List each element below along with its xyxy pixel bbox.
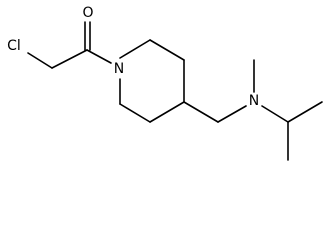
bond-amine-n-isopropyl xyxy=(261,105,289,123)
bond-c2-c3 xyxy=(149,39,185,61)
ring-nitrogen-atom-label: N xyxy=(114,61,124,77)
oxygen-atom-label: O xyxy=(82,5,93,21)
bonds xyxy=(27,21,323,161)
chlorine-atom-label: Cl xyxy=(7,38,21,54)
bond-n-c2 xyxy=(119,39,151,59)
bond-c4-c5 xyxy=(149,101,185,123)
bond-carbonyl-ring-n xyxy=(86,49,112,64)
bond-c5-c6 xyxy=(119,103,151,123)
amine-nitrogen-atom-label: N xyxy=(249,93,259,109)
bond-ch2-carbonyl xyxy=(51,49,88,69)
bond-c4-methylene xyxy=(183,101,219,123)
molecule-structure: Cl O N N xyxy=(7,5,323,161)
bond-methylene-amine-n xyxy=(217,105,247,123)
bond-cl-ch2 xyxy=(27,52,53,69)
bond-isopropyl-methyl-a xyxy=(287,101,323,123)
atom-labels: Cl O N N xyxy=(7,5,259,109)
